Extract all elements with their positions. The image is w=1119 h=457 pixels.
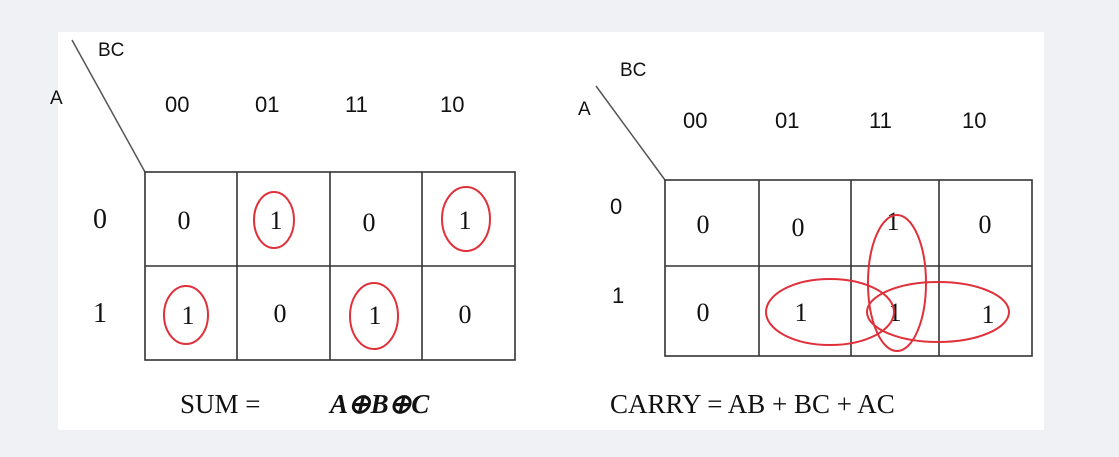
carry-cell: 0 — [697, 298, 710, 327]
sum-group-loop — [349, 282, 399, 350]
carry-col-header: 01 — [775, 108, 799, 133]
sum-grid — [144, 171, 516, 361]
sum-col-var-label: BC — [98, 40, 124, 61]
sum-col-header: 01 — [255, 92, 279, 117]
carry-kmap: BC A 00 01 11 10 0 1 0 0 1 0 0 1 1 1 — [578, 60, 1033, 419]
sum-col-header: 00 — [165, 92, 189, 117]
sum-equation-expression: A⊕B⊕C — [328, 389, 430, 419]
carry-col-var-label: BC — [620, 60, 646, 81]
sum-group-loop — [253, 191, 295, 249]
sum-cell: 1 — [182, 301, 195, 330]
carry-grid — [664, 179, 1033, 357]
sum-kmap: BC A 00 01 11 10 0 1 0 1 0 1 1 0 1 0 — [50, 39, 516, 419]
sum-col-header: 11 — [345, 92, 368, 117]
sum-group-loop — [163, 285, 209, 345]
carry-col-header: 10 — [962, 108, 986, 133]
carry-group-loop — [765, 278, 895, 346]
sum-equation-label: SUM = — [180, 389, 261, 419]
carry-col-header: 00 — [683, 108, 707, 133]
carry-cell: 1 — [982, 300, 995, 329]
sum-cell: 1 — [459, 206, 472, 235]
carry-row-header: 0 — [610, 194, 622, 219]
sum-corner-diagonal — [71, 39, 146, 173]
carry-row-var-label: A — [578, 99, 591, 120]
sum-cell: 0 — [459, 300, 472, 329]
sum-row-var-label: A — [50, 88, 63, 109]
sum-group-loop — [441, 186, 491, 252]
carry-cell: 1 — [795, 298, 808, 327]
sum-row-header: 0 — [93, 204, 107, 235]
carry-cell: 0 — [792, 213, 805, 242]
sum-cell: 0 — [363, 208, 376, 237]
sum-col-header: 10 — [440, 92, 464, 117]
sum-cell: 1 — [369, 301, 382, 330]
diagram-panel — [58, 32, 1044, 430]
carry-col-header: 11 — [869, 108, 892, 133]
carry-row-header: 1 — [612, 283, 624, 308]
carry-cell: 0 — [979, 210, 992, 239]
carry-cell: 0 — [697, 210, 710, 239]
carry-corner-diagonal — [595, 85, 666, 181]
sum-cell: 1 — [270, 206, 283, 235]
carry-group-loop — [866, 281, 1010, 343]
carry-equation: CARRY = AB + BC + AC — [610, 389, 895, 419]
sum-cell: 0 — [274, 299, 287, 328]
carry-cell: 1 — [887, 207, 900, 236]
sum-cell: 0 — [178, 206, 191, 235]
sum-row-header: 1 — [93, 298, 107, 329]
